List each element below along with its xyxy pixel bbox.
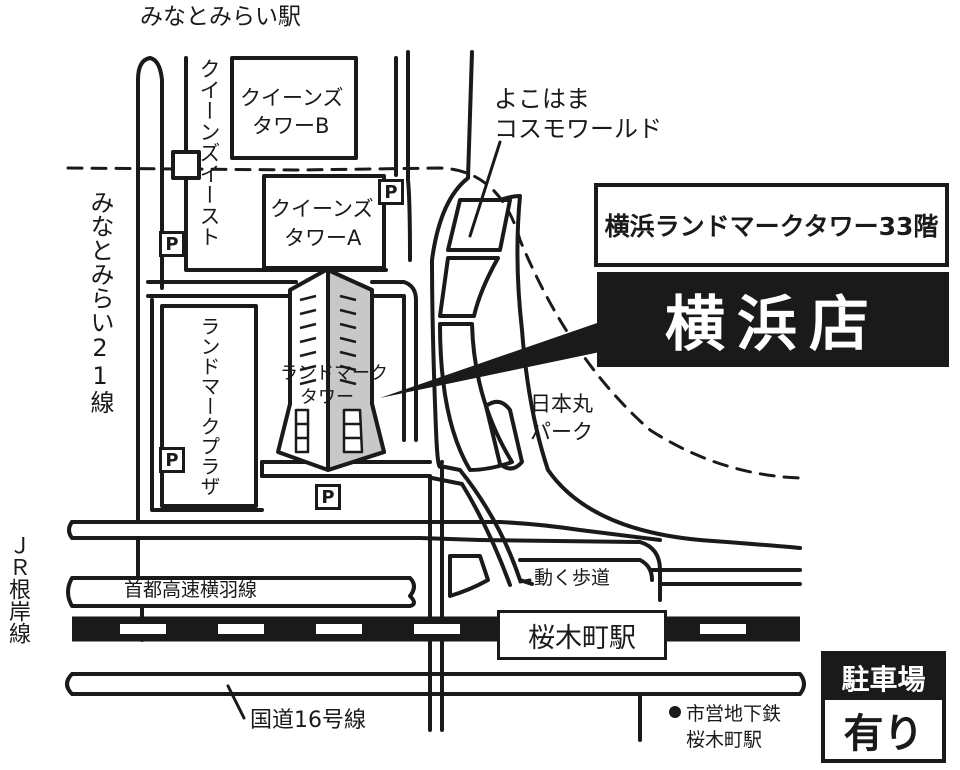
label-queens-b-2: タワーB — [252, 114, 330, 138]
label-jr-negishi: ＪＲ根岸線 — [5, 534, 30, 644]
parking-marker-queens-a: P — [378, 179, 404, 205]
leader-cosmo — [468, 140, 502, 238]
subway-station-dot — [669, 706, 681, 718]
store-name-band: 横浜店 — [597, 272, 949, 367]
label-nippon-maru-2: パーク — [530, 420, 593, 444]
road-mid-right — [370, 280, 418, 442]
cosmo-pier-b — [438, 256, 500, 318]
parking-availability-box: 駐車場 有り — [821, 651, 946, 763]
label-queens-b-1: クイーンズ — [240, 86, 344, 110]
label-landmark-tower-1: ランドマーク — [280, 363, 388, 384]
parking-marker-plaza: P — [159, 447, 185, 473]
station-entrance-minatomirai — [171, 150, 201, 180]
coastline-north — [430, 50, 474, 469]
road-west-inner — [148, 56, 164, 290]
building-queens-tower-a — [262, 174, 386, 270]
label-subway-1: 市営地下鉄 — [686, 703, 782, 725]
label-cosmo-2: コスモワールド — [494, 115, 662, 143]
road-west-outer — [136, 56, 152, 522]
road-queens-east-b — [406, 50, 412, 262]
label-minatomirai21-line: みなとみらい21線 — [86, 190, 114, 414]
label-route16: 国道16号線 — [250, 708, 366, 733]
nippon-maru-ship — [484, 399, 524, 471]
sakuragicho-station-label: 桜木町駅 — [528, 622, 636, 654]
building-queens-tower-b — [230, 56, 358, 160]
road-plaza-inner-b — [260, 474, 432, 732]
route16-outline — [65, 672, 806, 696]
coastline-river — [498, 194, 802, 550]
store-floor-label: 横浜ランドマークタワー33階 — [604, 212, 939, 241]
moving-walkway-path-b — [430, 476, 512, 587]
label-queens-a-2: タワーA — [284, 226, 362, 250]
parking-marker-queens-east: P — [159, 231, 185, 257]
label-shuto-expressway: 首都高速横羽線 — [124, 579, 258, 601]
label-cosmo-1: よこはま — [494, 85, 590, 113]
store-name-label: 横浜店 — [665, 290, 881, 360]
road-main-upper-b — [70, 520, 662, 542]
parking-marker-tower: P — [315, 484, 341, 510]
road-plaza-left — [150, 298, 264, 512]
sakuragicho-station-box: 桜木町駅 — [497, 610, 667, 660]
label-queens-a-1: クイーンズ — [270, 197, 374, 221]
leader-route16 — [226, 684, 246, 720]
road-main-upper — [67, 520, 662, 602]
railway-jr — [72, 616, 800, 642]
parking-label: 駐車場 — [825, 655, 942, 700]
label-nippon-maru-1: 日本丸 — [530, 392, 593, 416]
cosmo-pier-c — [438, 322, 514, 472]
road-east-horizontal — [518, 558, 654, 582]
landmark-tower-shape — [276, 268, 386, 472]
label-subway-2: 桜木町駅 — [686, 729, 763, 751]
expressway-ramp — [448, 554, 490, 598]
expressway-outline — [66, 576, 416, 608]
label-moving-walkway: 動く歩道 — [534, 567, 611, 589]
store-pointer — [380, 322, 600, 398]
parking-status: 有り — [843, 710, 924, 757]
label-minatomirai-station: みなとみらい駅 — [140, 4, 301, 30]
cosmo-pier — [446, 198, 512, 252]
leader-walkway — [518, 578, 532, 584]
label-queens-east: クイーンズイースト — [197, 58, 221, 247]
label-landmark-plaza: ランドマークプラザ — [197, 316, 221, 496]
label-landmark-tower-2: タワー — [300, 387, 354, 408]
store-floor-box: 横浜ランドマークタワー33階 — [594, 183, 949, 267]
